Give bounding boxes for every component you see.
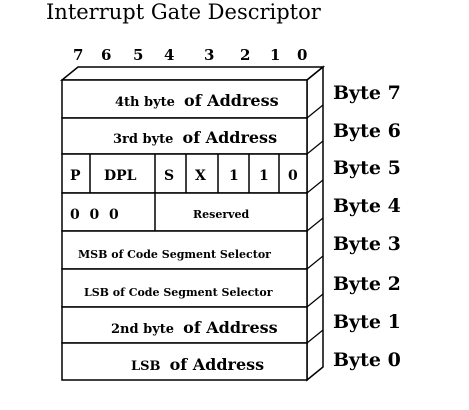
byte5-bit2: 1 — [229, 168, 239, 184]
byte-label-6: Byte 6 — [333, 120, 401, 142]
row-byte-5 — [61, 153, 308, 194]
byte3-text: MSB of Code Segment Selector — [78, 248, 271, 261]
row-byte-1 — [61, 306, 308, 344]
byte0-text-big: of Address — [170, 355, 265, 374]
byte2-text: LSB of Code Segment Selector — [84, 286, 273, 299]
byte0-text: LSB of Address — [131, 355, 264, 374]
bit-number-row: 7 6 5 4 3 2 1 0 — [73, 46, 307, 64]
bit-1: 1 — [270, 46, 280, 64]
bit-3: 3 — [204, 46, 214, 64]
byte-label-4: Byte 4 — [333, 195, 401, 217]
bit-6: 6 — [101, 46, 111, 64]
box-side-face — [306, 65, 324, 382]
bit-4: 4 — [164, 46, 174, 64]
byte-label-2: Byte 2 — [333, 273, 401, 295]
byte5-bit0: 0 — [288, 168, 298, 184]
byte1-text-small: 2nd byte — [111, 322, 174, 337]
byte5-p: P — [70, 168, 81, 184]
byte5-x: X — [195, 168, 206, 184]
byte-labels: Byte 7 Byte 6 Byte 5 Byte 4 Byte 3 Byte … — [333, 82, 401, 371]
byte-label-5: Byte 5 — [333, 157, 401, 179]
row-byte-6 — [61, 117, 308, 155]
bit-2: 2 — [240, 46, 250, 64]
byte-label-0: Byte 0 — [333, 349, 401, 371]
bit-7: 7 — [73, 46, 83, 64]
byte-label-3: Byte 3 — [333, 233, 401, 255]
diagram-title: Interrupt Gate Descriptor — [46, 0, 321, 24]
side-face-dividers — [306, 104, 324, 344]
byte5-bit1: 1 — [259, 168, 269, 184]
byte4-reserved: Reserved — [193, 208, 250, 221]
bit-0: 0 — [297, 46, 307, 64]
byte6-text-big: of Address — [183, 128, 278, 147]
byte7-text: 4th byte of Address — [115, 91, 279, 110]
box-top-face — [59, 66, 326, 81]
byte-label-7: Byte 7 — [333, 82, 401, 104]
byte7-text-small: 4th byte — [115, 95, 175, 110]
byte6-text: 3rd byte of Address — [113, 128, 277, 147]
byte5-dpl: DPL — [104, 168, 137, 184]
byte7-text-big: of Address — [184, 91, 279, 110]
row-byte-7 — [61, 79, 308, 119]
byte4-bits: 0 0 0 — [70, 207, 119, 223]
byte1-text: 2nd byte of Address — [111, 318, 278, 337]
byte5-cell-dividers — [89, 154, 280, 193]
bit-5: 5 — [133, 46, 143, 64]
byte6-text-small: 3rd byte — [113, 132, 173, 147]
byte0-text-small: LSB — [131, 359, 161, 374]
byte1-text-big: of Address — [183, 318, 278, 337]
byte5-s: S — [164, 168, 174, 184]
box-front-face — [61, 79, 308, 381]
row-byte-0 — [61, 342, 308, 381]
byte-label-1: Byte 1 — [333, 311, 401, 333]
